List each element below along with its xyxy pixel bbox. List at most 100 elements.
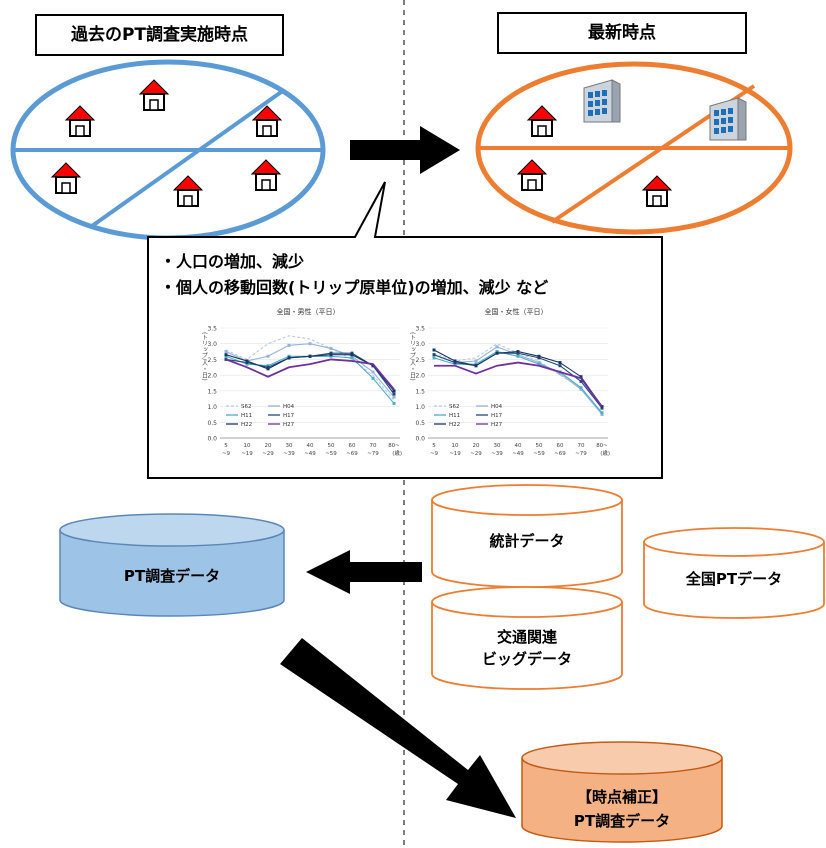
legend-label: S62 [449, 404, 460, 410]
x-tick-label: 60 [557, 443, 564, 449]
chart-title: 全国・女性（平日） [485, 307, 548, 316]
callout-line-population: ・人口の増加、減少 [160, 252, 305, 271]
data-point [537, 361, 541, 365]
y-tick-label: 0.0 [415, 436, 425, 443]
data-point [371, 376, 375, 380]
legend-label: H17 [491, 413, 503, 419]
x-tick-label: ~39 [491, 451, 503, 457]
data-point [350, 354, 354, 358]
y-tick-label: 1.5 [207, 388, 217, 395]
female-trip-chart: 全国・女性（平日）0.00.51.01.52.02.53.03.5(トリップ/人… [409, 307, 611, 457]
x-tick-label: ~79 [575, 451, 587, 457]
y-tick-label: 2.0 [207, 373, 217, 380]
data-point [266, 367, 270, 371]
stats-label: 統計データ [489, 532, 565, 550]
x-tick-label: ~29 [262, 451, 274, 457]
x-tick-label: ~19 [449, 451, 461, 457]
data-point [329, 351, 333, 355]
data-point [287, 356, 291, 360]
legend-label: H27 [491, 422, 503, 428]
callout-bubble [147, 181, 663, 479]
x-tick-label: 20 [265, 443, 272, 449]
data-point [516, 353, 520, 357]
data-point [392, 389, 396, 393]
y-tick-label: 2.5 [415, 357, 425, 364]
legend-label: H11 [449, 413, 460, 419]
legend-label: H22 [449, 422, 460, 428]
x-tick-label: 80~ [388, 443, 400, 449]
y-tick-label: 1.0 [415, 404, 425, 411]
series-line-H27 [225, 358, 395, 390]
data-point [579, 386, 583, 390]
x-tick-label: ~79 [367, 451, 379, 457]
result-cylinder [521, 741, 723, 843]
data-point [579, 379, 583, 383]
x-tick-label: ~9 [430, 451, 439, 457]
x-tick-label: ~39 [283, 451, 295, 457]
pt-data-label: PT調査データ [123, 567, 221, 585]
stats-cylinder [431, 484, 623, 588]
x-tick-label: 40 [307, 443, 314, 449]
data-point [600, 411, 604, 415]
bigdata-label-line2: ビッグデータ [481, 650, 572, 668]
right-arrow [350, 126, 460, 174]
x-tick-label: 60 [349, 443, 356, 449]
x-axis-label: (歳) [600, 449, 610, 457]
data-point [537, 354, 541, 358]
data-point [245, 361, 249, 365]
data-point [224, 350, 228, 354]
y-tick-label: 2.5 [207, 357, 217, 364]
data-point [600, 406, 604, 410]
x-tick-label: 30 [494, 443, 501, 449]
x-tick-label: ~59 [325, 451, 337, 457]
data-point [224, 357, 228, 361]
y-tick-label: 0.5 [415, 420, 425, 427]
past-pt-survey-title: 過去のPT調査実施時点 [35, 14, 284, 56]
past-area-ellipse [10, 59, 326, 241]
y-tick-label: 1.0 [207, 404, 217, 411]
legend-label: H04 [491, 404, 503, 410]
data-point [266, 364, 270, 368]
data-point [392, 395, 396, 399]
legend-label: H04 [283, 404, 295, 410]
data-point [329, 354, 333, 358]
data-point [350, 356, 354, 360]
y-axis-label: (トリップ/人・日) [409, 332, 416, 381]
data-point [516, 350, 520, 354]
data-point [371, 370, 375, 374]
x-tick-label: ~9 [222, 451, 231, 457]
data-point [392, 401, 396, 405]
data-point [266, 365, 270, 369]
y-tick-label: 3.0 [207, 341, 217, 348]
data-point [350, 353, 354, 357]
y-tick-label: 0.5 [207, 420, 217, 427]
legend-label: H22 [241, 422, 252, 428]
x-tick-label: 80~ [596, 443, 608, 449]
data-point [392, 392, 396, 396]
data-point [350, 351, 354, 355]
x-tick-label: 10 [244, 443, 251, 449]
data-point [474, 359, 478, 363]
data-point [329, 346, 333, 350]
data-point [432, 353, 436, 357]
x-tick-label: 50 [328, 443, 335, 449]
series-line-S62 [225, 335, 395, 401]
x-tick-label: ~69 [346, 451, 358, 457]
data-point [329, 353, 333, 357]
data-point [245, 359, 249, 363]
data-point [495, 345, 499, 349]
x-tick-label: ~49 [512, 451, 524, 457]
x-tick-label: 70 [370, 443, 377, 449]
x-tick-label: ~49 [304, 451, 316, 457]
series-line-H27 [434, 361, 603, 408]
x-tick-label: 5 [224, 443, 228, 449]
y-tick-label: 3.5 [415, 326, 425, 333]
series-line-H04 [225, 343, 395, 398]
data-point [224, 354, 228, 358]
x-tick-label: 5 [432, 443, 436, 449]
legend-label: H11 [241, 413, 252, 419]
data-point [245, 362, 249, 366]
x-tick-label: ~59 [533, 451, 545, 457]
legend-label: H17 [283, 413, 295, 419]
